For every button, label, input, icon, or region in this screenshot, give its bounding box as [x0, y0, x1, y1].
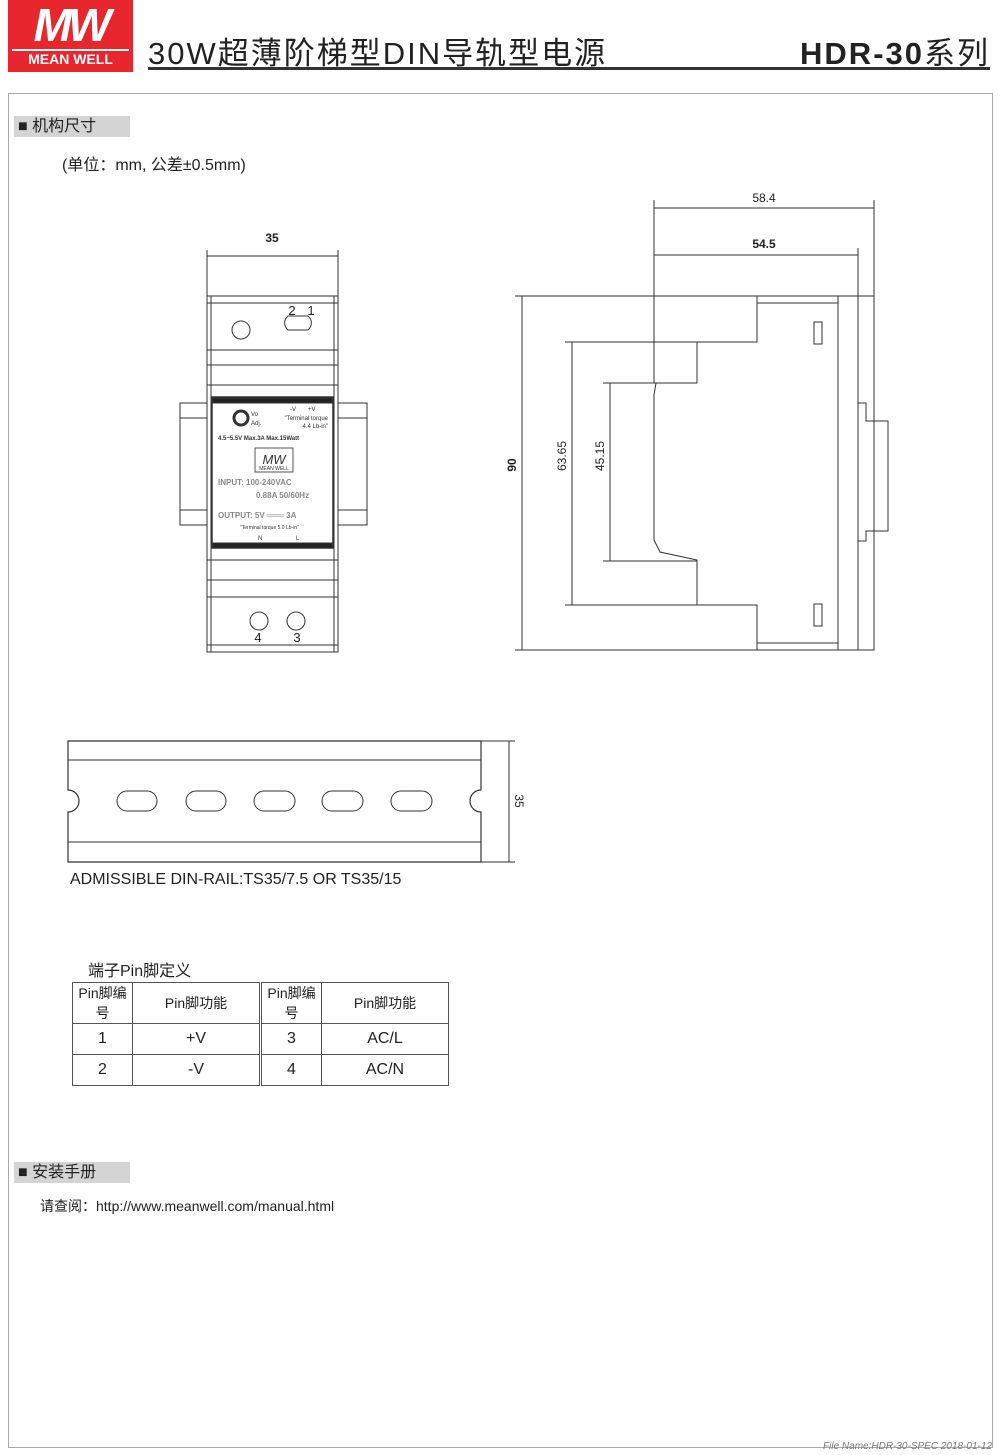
- label-logo-brand: MEAN WELL: [259, 466, 289, 472]
- label-torque-top-2: 4.4 Lb-in": [303, 424, 328, 430]
- pin-table-header: Pin脚编号 Pin脚功能 Pin脚编号 Pin脚功能: [72, 982, 449, 1024]
- pin-cell: 2: [72, 1054, 133, 1086]
- label-torque-bottom: "Terminal torque 5.0 Lb-in": [240, 525, 299, 531]
- content-frame: [8, 93, 993, 1448]
- pin-cell: AC/L: [321, 1023, 449, 1055]
- dim-height-90: 90: [505, 458, 519, 472]
- logo-brand: MEAN WELL: [12, 49, 129, 68]
- table-row: 1 +V 3 AC/L: [72, 1023, 449, 1055]
- manual-link[interactable]: 请查阅：http://www.meanwell.com/manual.html: [40, 1198, 335, 1214]
- section-heading: 安装手册: [32, 1164, 97, 1181]
- pin-cell: -V: [132, 1054, 262, 1086]
- pin-table: Pin脚编号 Pin脚功能 Pin脚编号 Pin脚功能 1 +V 3 AC/L …: [72, 982, 449, 1086]
- product-label: Vo Adj. -V +V "Terminal torque 4.4 Lb-in…: [211, 396, 334, 549]
- pin-table-title: 端子Pin脚定义: [88, 963, 192, 980]
- mean-well-logo: MW MEAN WELL: [8, 0, 133, 72]
- header-pin-func: Pin脚功能: [321, 982, 449, 1024]
- label-neg-v: -V: [290, 407, 296, 413]
- label-n: N: [258, 536, 262, 542]
- label-range: 4.5~5.5V Max.3A Max.15Watt: [218, 436, 299, 442]
- din-rail: 35: [67, 740, 526, 863]
- file-name-footer: File Name:HDR-30-SPEC 2018-01-12: [823, 1441, 992, 1452]
- units-note: (单位：mm, 公差±0.5mm): [62, 157, 246, 174]
- header-pin-no: Pin脚编号: [260, 982, 322, 1024]
- series-title: HDR-30系列: [800, 28, 990, 73]
- label-input-1: INPUT: 100-240VAC: [218, 478, 292, 487]
- series-model: HDR-30: [800, 36, 924, 71]
- label-output: OUTPUT: 5V ═══ 3A: [218, 511, 297, 520]
- pin-cell: 4: [260, 1054, 322, 1086]
- label-logo-mark: MW: [262, 452, 287, 467]
- din-rail-caption: ADMISSIBLE DIN-RAIL:TS35/7.5 OR TS35/15: [70, 871, 402, 888]
- pin-cell: AC/N: [321, 1054, 449, 1086]
- front-view: 35 2 1 4 3 Vo: [179, 231, 368, 653]
- dim-depth-58-4: 58.4: [752, 191, 776, 205]
- dim-rail-35: 35: [512, 794, 526, 808]
- pin-3-label: 3: [293, 630, 300, 645]
- label-pos-v: +V: [308, 407, 316, 413]
- pin-2-label: 2: [288, 303, 295, 318]
- label-torque-top-1: "Terminal torque: [285, 416, 329, 422]
- dim-height-45-15: 45.15: [593, 441, 607, 471]
- section-mechanical: ■ 机构尺寸: [14, 116, 130, 137]
- section-heading: 机构尺寸: [32, 118, 97, 135]
- header-rule: [148, 67, 990, 70]
- page-title: 30W超薄阶梯型DIN导轨型电源: [148, 36, 608, 71]
- header-pin-func: Pin脚功能: [132, 982, 262, 1024]
- series-suffix: 系列: [924, 36, 990, 71]
- section-manual: ■ 安装手册: [14, 1162, 130, 1183]
- pin-cell: 3: [260, 1023, 322, 1055]
- side-view: 58.4 54.5 90 63.65 45.15: [505, 191, 889, 651]
- header-pin-no: Pin脚编号: [72, 982, 133, 1024]
- dim-width-35: 35: [265, 231, 279, 245]
- label-input-2: 0.88A 50/60Hz: [256, 491, 309, 500]
- pin-4-label: 4: [254, 630, 261, 645]
- pin-cell: 1: [72, 1023, 133, 1055]
- dim-depth-54-5: 54.5: [752, 237, 776, 251]
- label-adj: Adj.: [251, 421, 262, 427]
- label-l: L: [296, 536, 300, 542]
- table-row: 2 -V 4 AC/N: [72, 1054, 449, 1086]
- dim-height-63-65: 63.65: [555, 441, 569, 471]
- label-vo: Vo: [251, 412, 259, 418]
- pin-cell: +V: [132, 1023, 262, 1055]
- logo-mark: MW: [33, 0, 112, 51]
- pin-1-label: 1: [307, 303, 314, 318]
